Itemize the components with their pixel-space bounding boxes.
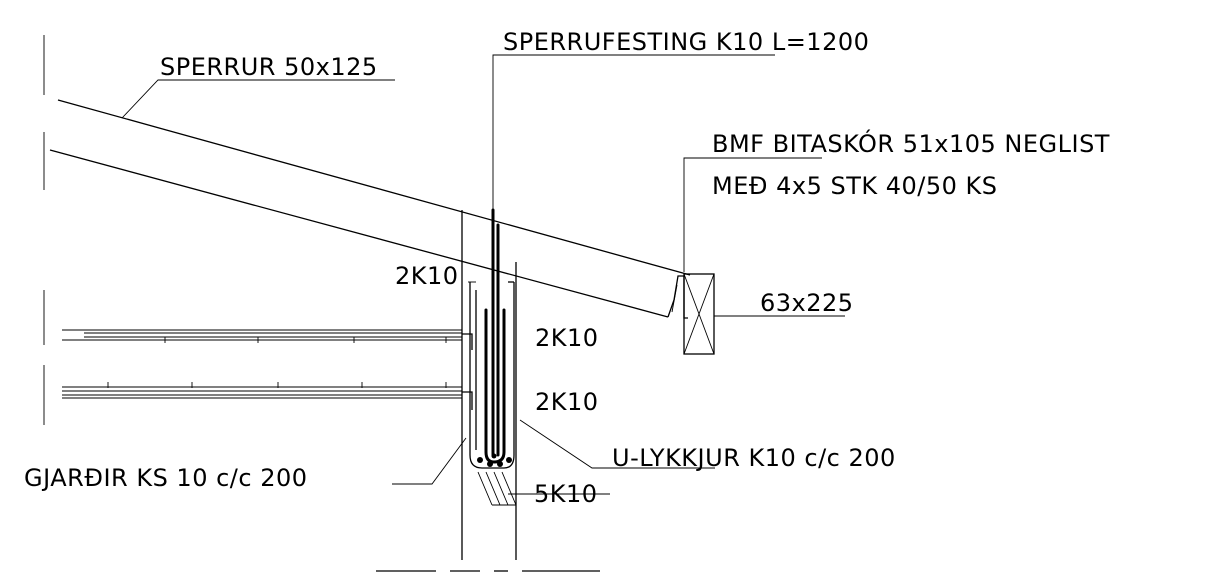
leader-bmf — [683, 157, 822, 272]
beam-cross-b — [683, 273, 715, 355]
label-gjardir: GJARÐIR KS 10 c/c 200 — [24, 464, 308, 492]
stirrup-outer — [469, 282, 515, 469]
label-bmf-line2: MEÐ 4x5 STK 40/50 KS — [712, 172, 998, 200]
leader-sperrufesting — [492, 54, 775, 215]
bottom-hatch — [477, 471, 517, 506]
leader-gjardir — [392, 437, 467, 485]
lower-slab — [62, 386, 462, 399]
beam-section — [683, 273, 715, 355]
label-beam-size: 63x225 — [760, 289, 854, 317]
joist-hanger — [667, 275, 688, 319]
label-bmf-line1: BMF BITASKÓR 51x105 NEGLIST — [712, 128, 1110, 158]
label-u-lykkjur: U-LYKKJUR K10 c/c 200 — [612, 444, 896, 472]
label-sperrufesting: SPERRUFESTING K10 L=1200 — [503, 28, 869, 56]
leader-u-lykkjur — [519, 419, 715, 469]
lower-slab-bar-hook — [462, 391, 473, 410]
upper-slab-bar-hook — [462, 333, 473, 350]
rafter-top-edge — [57, 99, 691, 276]
u-loop-bar — [484, 308, 506, 464]
label-rebar-mid1: 2K10 — [535, 324, 599, 352]
upper-slab — [62, 329, 462, 341]
label-sperrur: SPERRUR 50x125 — [160, 53, 378, 81]
leader-sperrur — [121, 79, 395, 119]
bottom-bars-dots — [477, 453, 512, 467]
rafter-bottom-edge — [49, 149, 669, 318]
joist-hanger-inner — [671, 284, 678, 313]
slab-ticks — [107, 337, 447, 388]
label-rebar-top: 2K10 — [395, 262, 459, 290]
label-rebar-mid2: 2K10 — [535, 388, 599, 416]
label-bottom-bars: 5K10 — [534, 480, 598, 508]
